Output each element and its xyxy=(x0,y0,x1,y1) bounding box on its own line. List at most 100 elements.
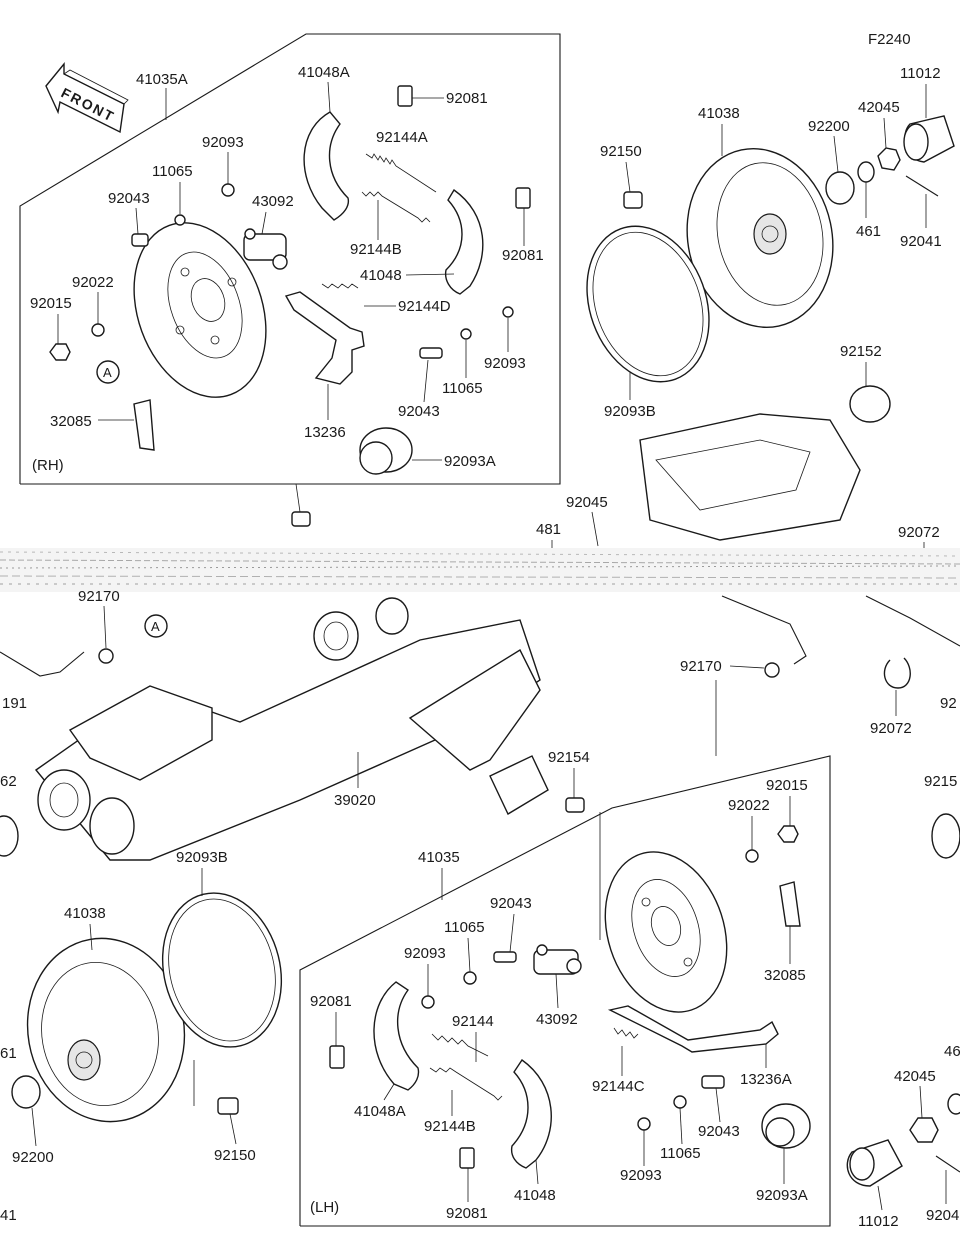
oring-92093B-bottom xyxy=(161,892,283,1048)
lh-parking-lever xyxy=(607,1005,779,1053)
spring-92144B-lh xyxy=(429,1067,503,1101)
lh-washer-11065-a xyxy=(463,971,477,985)
callout-92093-lh2: 92093 xyxy=(620,1167,662,1184)
callout-41-left: 41 xyxy=(0,1207,17,1224)
callout-481: 481 xyxy=(536,521,561,538)
scan-noise-band xyxy=(0,548,960,592)
lh-boot-92093A xyxy=(761,1103,811,1149)
callout-92200-top: 92200 xyxy=(808,118,850,135)
lh-assembly-box xyxy=(299,755,831,1227)
callout-92144C: 92144C xyxy=(592,1078,645,1095)
lh-wheel-cylinder xyxy=(533,944,582,975)
callout-11012-top: 11012 xyxy=(900,65,941,82)
seal-left xyxy=(375,597,409,635)
collar-left-edge xyxy=(0,815,19,857)
callout-62-left: 62 xyxy=(0,773,17,790)
callout-92093B-top: 92093B xyxy=(604,403,656,420)
cotter-bottom xyxy=(935,1155,960,1173)
rh-brake-shoe-b xyxy=(444,188,484,295)
callout-92081-lh2: 92081 xyxy=(446,1205,488,1222)
callout-46-right: 46 xyxy=(944,1043,960,1060)
callout-92043-lh1: 92043 xyxy=(490,895,532,912)
callout-92150-top: 92150 xyxy=(600,143,642,160)
washer-right-edge xyxy=(947,1093,960,1115)
lh-brake-shoe-a xyxy=(373,981,420,1091)
ref-a-marker-left xyxy=(144,614,168,638)
callout-11065-rh1: 11065 xyxy=(152,163,193,180)
brake-line-left xyxy=(0,651,85,677)
callout-43092-lh: 43092 xyxy=(536,1011,578,1028)
callout-92041-top: 92041 xyxy=(900,233,942,250)
callout-92152-top: 92152 xyxy=(840,343,882,360)
callout-11065-lh1: 11065 xyxy=(444,919,485,936)
callout-92093-lh1: 92093 xyxy=(404,945,446,962)
collar-92152 xyxy=(849,385,891,423)
washer-92200-top xyxy=(825,171,855,205)
rh-clip-92081-a xyxy=(397,85,413,107)
bolt-92154 xyxy=(565,797,585,813)
rh-backing-plate xyxy=(133,222,267,398)
lh-pin-92043-a xyxy=(493,951,517,963)
callout-41038-bot: 41038 xyxy=(64,905,106,922)
callout-9215-right: 9215 xyxy=(924,773,957,790)
callout-92144B-rh: 92144B xyxy=(350,241,402,258)
brake-drum-bottom xyxy=(26,937,186,1123)
cotter-92041-top xyxy=(905,175,939,197)
lh-pin-92043-b xyxy=(701,1075,725,1089)
callout-92093B-bot: 92093B xyxy=(176,849,228,866)
ref-a-marker-rh xyxy=(96,360,120,384)
rh-washer-11065-a xyxy=(174,214,186,226)
callout-92200-bot: 92200 xyxy=(12,1149,54,1166)
callout-43092-rh: 43092 xyxy=(252,193,294,210)
callout-191-left: 191 xyxy=(2,695,27,712)
callout-41048A-lh: 41048A xyxy=(354,1103,406,1120)
lh-washer-11065-b xyxy=(673,1095,687,1109)
callout-92072-right: 92072 xyxy=(870,720,912,737)
nut-42045-bottom xyxy=(909,1117,939,1143)
bolt-center xyxy=(291,511,311,527)
callout-41048-lh: 41048 xyxy=(514,1187,556,1204)
spring-92144B xyxy=(361,191,431,223)
washer-461-top xyxy=(857,161,875,183)
lh-nut-92015 xyxy=(777,825,799,843)
lh-clip-92081-b xyxy=(459,1147,475,1169)
callout-92170-left: 92170 xyxy=(78,588,120,605)
callout-461-top: 461 xyxy=(856,223,881,240)
collar-right-edge xyxy=(931,813,960,859)
lh-label: (LH) xyxy=(310,1199,339,1216)
callout-32085-rh: 32085 xyxy=(50,413,92,430)
callout-41035: 41035 xyxy=(418,849,460,866)
callout-13236A: 13236A xyxy=(740,1071,792,1088)
callout-92022-rh: 92022 xyxy=(72,274,114,291)
rh-parking-lever xyxy=(284,291,365,385)
callout-13236: 13236 xyxy=(304,424,346,441)
callout-92170-mid: 92170 xyxy=(680,658,722,675)
axle-tube-right xyxy=(639,413,861,541)
rh-pin-92043-b xyxy=(419,347,443,359)
clamp-92170-mid xyxy=(764,662,780,678)
spring-92144C xyxy=(613,1027,639,1039)
cap-11012-bottom xyxy=(846,1139,903,1187)
callout-92022-lh: 92022 xyxy=(728,797,770,814)
ref-a-left: A xyxy=(151,619,160,634)
rh-pin-92043-a xyxy=(131,233,149,247)
callout-42045-top: 42045 xyxy=(858,99,900,116)
rh-clip-92081-b xyxy=(515,187,531,209)
figure-code: F2240 xyxy=(868,31,911,48)
callout-11012-bot: 11012 xyxy=(858,1213,899,1230)
brake-line-far-right xyxy=(865,595,960,647)
spring-92144 xyxy=(431,1033,489,1057)
callout-92072-top: 92072 xyxy=(898,524,940,541)
callout-92093-rh2: 92093 xyxy=(484,355,526,372)
callout-41038-top: 41038 xyxy=(698,105,740,122)
callout-92150-bot: 92150 xyxy=(214,1147,256,1164)
callout-92154: 92154 xyxy=(548,749,590,766)
rh-label: (RH) xyxy=(32,457,64,474)
washer-92200-bottom xyxy=(11,1075,41,1109)
callout-92144A: 92144A xyxy=(376,129,428,146)
lh-clip-32085 xyxy=(779,881,801,927)
lh-backing-plate xyxy=(604,851,728,1013)
callout-92081-rh2: 92081 xyxy=(502,247,544,264)
callout-41048-rh: 41048 xyxy=(360,267,402,284)
callout-61-left: 61 xyxy=(0,1045,17,1062)
